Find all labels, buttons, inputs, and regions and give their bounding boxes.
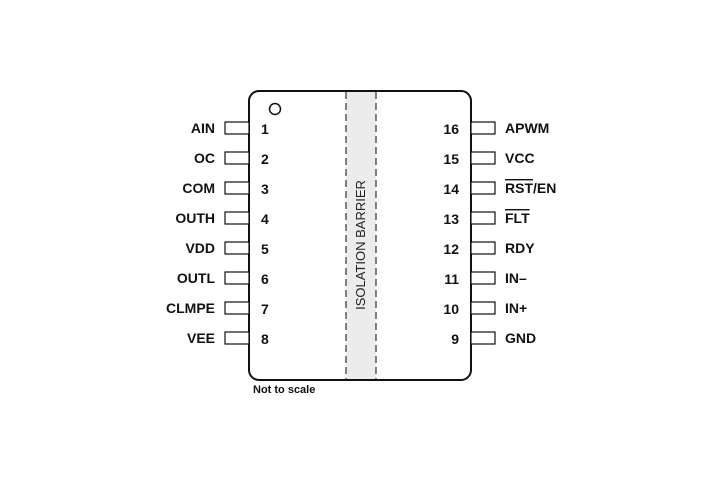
pin-name: OUTH bbox=[175, 210, 215, 226]
pin-name: COM bbox=[182, 180, 215, 196]
pin1-marker bbox=[268, 102, 282, 116]
pin-number: 4 bbox=[261, 211, 269, 227]
pin-name: RDY bbox=[505, 240, 535, 256]
pin-10: 10 IN+ bbox=[443, 300, 527, 317]
right-pins: 16 APWM 15 VCC 14 RST/EN 13 FLT 12 RDY 11 IN– 10 IN+ 9… bbox=[443, 120, 556, 347]
pin-name: OC bbox=[194, 150, 215, 166]
pin-name-text: /EN bbox=[533, 180, 556, 196]
pin-stub bbox=[224, 151, 250, 165]
pin-9: 9 GND bbox=[451, 330, 536, 347]
pin-name-text: IN+ bbox=[505, 300, 527, 316]
pin-name: IN+ bbox=[505, 300, 527, 316]
pin-4: OUTH 4 bbox=[175, 210, 269, 227]
pin-name: FLT bbox=[505, 210, 530, 226]
pin-stub bbox=[224, 121, 250, 135]
pin-name: APWM bbox=[505, 120, 549, 136]
pin-15: 15 VCC bbox=[443, 150, 534, 167]
pin-number: 9 bbox=[451, 331, 459, 347]
pin-number: 12 bbox=[443, 241, 459, 257]
pin-8: VEE 8 bbox=[187, 330, 269, 347]
pin-name-overline: RST bbox=[505, 180, 533, 196]
pin-stub bbox=[224, 241, 250, 255]
pin-stub bbox=[470, 181, 496, 195]
pin-stub bbox=[470, 121, 496, 135]
pin-3: COM 3 bbox=[182, 180, 269, 197]
pin-stub bbox=[470, 331, 496, 345]
pin-7: CLMPE 7 bbox=[166, 300, 269, 317]
package-body bbox=[248, 90, 472, 381]
pin-name: VEE bbox=[187, 330, 215, 346]
pin-name: VCC bbox=[505, 150, 535, 166]
pin-13: 13 FLT bbox=[443, 210, 530, 227]
pin-name-text: VCC bbox=[505, 150, 535, 166]
pin-name: CLMPE bbox=[166, 300, 215, 316]
pin-name-text: GND bbox=[505, 330, 536, 346]
pin-number: 3 bbox=[261, 181, 269, 197]
pin-1: AIN 1 bbox=[191, 120, 269, 137]
pin-number: 7 bbox=[261, 301, 269, 317]
pin-name: GND bbox=[505, 330, 536, 346]
barrier-label: ISOLATION BARRIER bbox=[353, 180, 368, 310]
pin-stub bbox=[470, 301, 496, 315]
pin-number: 13 bbox=[443, 211, 459, 227]
pin-stub bbox=[470, 211, 496, 225]
pin-12: 12 RDY bbox=[443, 240, 535, 257]
pin-number: 11 bbox=[444, 271, 459, 287]
pin-number: 15 bbox=[443, 151, 459, 167]
pin-number: 16 bbox=[443, 121, 459, 137]
pin-number: 1 bbox=[261, 121, 269, 137]
pin-stub bbox=[470, 151, 496, 165]
pin-number: 6 bbox=[261, 271, 269, 287]
pin-2: OC 2 bbox=[194, 150, 269, 167]
pin-stub bbox=[470, 241, 496, 255]
pin-name: AIN bbox=[191, 120, 215, 136]
pin-number: 5 bbox=[261, 241, 269, 257]
pin-11: 11 IN– bbox=[444, 270, 527, 287]
pin-name: VDD bbox=[185, 240, 215, 256]
pin-name: RST/EN bbox=[505, 180, 556, 196]
pin-name: OUTL bbox=[177, 270, 216, 286]
pin-stub bbox=[224, 271, 250, 285]
pin-number: 8 bbox=[261, 331, 269, 347]
pin-stub bbox=[224, 331, 250, 345]
pin-number: 10 bbox=[443, 301, 459, 317]
barrier-fill bbox=[346, 91, 376, 380]
pin-name-text: IN– bbox=[505, 270, 527, 286]
pin-6: OUTL 6 bbox=[177, 270, 269, 287]
pin-stub bbox=[224, 211, 250, 225]
pin-number: 14 bbox=[443, 181, 459, 197]
note-label: Not to scale bbox=[253, 384, 315, 396]
pin-stub bbox=[470, 271, 496, 285]
pin-name-text: RDY bbox=[505, 240, 535, 256]
pin-stub bbox=[224, 301, 250, 315]
pin-name-text: APWM bbox=[505, 120, 549, 136]
pin-16: 16 APWM bbox=[443, 120, 549, 137]
pin-stub bbox=[224, 181, 250, 195]
pin-number: 2 bbox=[261, 151, 269, 167]
pin-name-overline: FLT bbox=[505, 210, 530, 226]
pin-14: 14 RST/EN bbox=[443, 180, 556, 197]
pin-name: IN– bbox=[505, 270, 527, 286]
pin-5: VDD 5 bbox=[185, 240, 269, 257]
